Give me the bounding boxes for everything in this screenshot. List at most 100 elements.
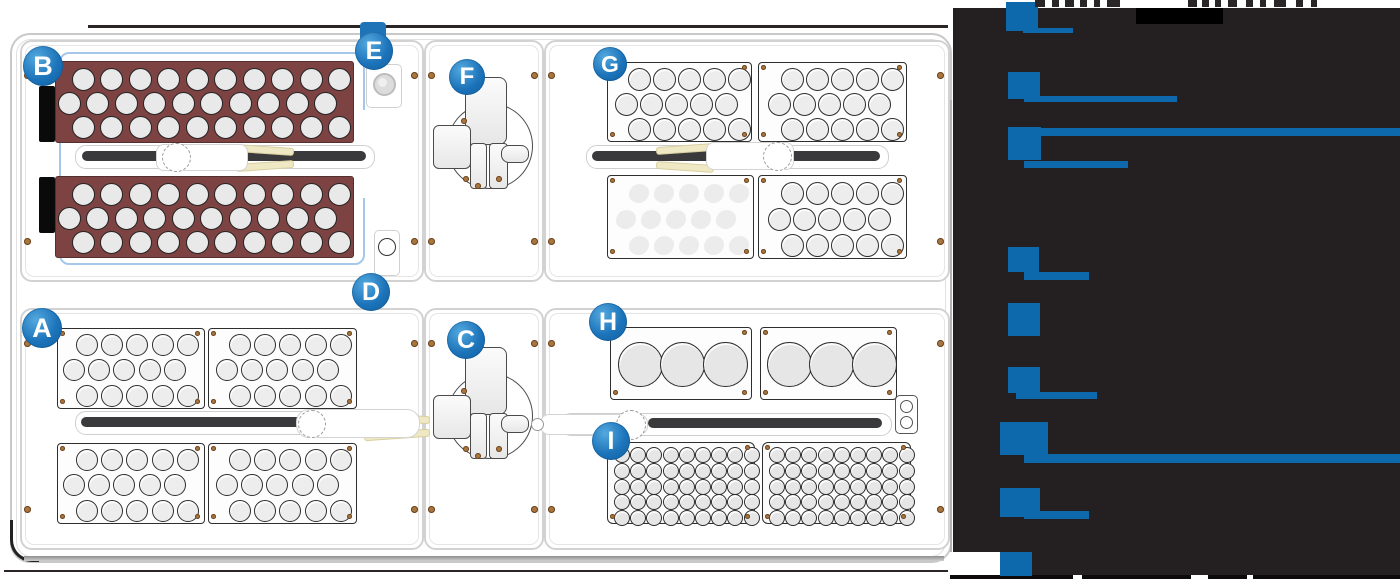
- bottle-well: [659, 341, 705, 387]
- screw-dot: [548, 506, 555, 513]
- well: [328, 115, 351, 139]
- screw-dot: [745, 514, 750, 519]
- deck-bottom-shadow: [24, 556, 944, 561]
- well: [126, 449, 149, 471]
- well: [830, 233, 854, 257]
- well: [627, 181, 649, 203]
- well: [801, 447, 818, 463]
- well: [614, 510, 630, 527]
- rail-bar-i: [648, 418, 882, 428]
- clipped-text-fragment: [1191, 575, 1208, 579]
- legend-link-bar[interactable]: [1024, 511, 1089, 519]
- well: [690, 92, 714, 116]
- well: [639, 92, 663, 116]
- well: [898, 478, 915, 495]
- module-d-hole: [378, 238, 396, 256]
- screw-dot: [897, 132, 902, 137]
- clipped-text-fragment: [1311, 0, 1317, 7]
- well: [817, 447, 834, 463]
- screw-dot: [463, 446, 469, 452]
- well: [299, 67, 323, 91]
- well: [882, 494, 899, 511]
- well: [882, 510, 899, 527]
- screw-dot: [613, 390, 618, 395]
- deck-label-d: D: [352, 273, 390, 311]
- well: [703, 67, 727, 91]
- well: [176, 500, 199, 522]
- well: [627, 67, 651, 91]
- well: [242, 230, 266, 254]
- plate: [607, 442, 760, 527]
- screw-dot: [761, 249, 766, 254]
- well: [128, 230, 152, 254]
- well: [652, 67, 676, 91]
- screw-dot: [428, 238, 435, 245]
- well: [898, 494, 915, 511]
- well: [805, 181, 829, 205]
- deck-label-f: F: [449, 59, 485, 95]
- screw-dot: [742, 330, 747, 335]
- well: [266, 474, 289, 496]
- well: [727, 447, 744, 463]
- well: [279, 449, 302, 471]
- well: [88, 359, 111, 381]
- clipped-text-fragment: [1296, 0, 1303, 7]
- well: [792, 207, 816, 231]
- screw-dot: [742, 65, 747, 70]
- well: [143, 206, 166, 230]
- screw-dot: [531, 340, 538, 347]
- carriage-pin-b: [162, 143, 191, 172]
- well: [100, 182, 123, 206]
- legend-link-bar[interactable]: [1024, 161, 1128, 168]
- well: [817, 207, 841, 231]
- legend-link-bar[interactable]: [1023, 28, 1073, 33]
- well: [128, 182, 152, 206]
- screw-dot: [897, 178, 902, 183]
- well: [715, 92, 739, 116]
- well: [229, 449, 251, 471]
- well: [703, 117, 727, 141]
- screw-dot: [610, 132, 615, 137]
- widget-hole: [900, 416, 913, 429]
- well: [614, 207, 636, 229]
- screw-dot: [195, 399, 200, 404]
- well: [88, 474, 111, 496]
- well: [271, 115, 294, 139]
- screw-dot: [428, 72, 435, 79]
- well: [241, 359, 264, 381]
- well: [257, 91, 280, 115]
- clipped-text-fragment: [1107, 0, 1120, 7]
- well: [801, 510, 818, 527]
- well: [242, 67, 266, 91]
- legend-link-bar[interactable]: [1024, 454, 1400, 463]
- well: [785, 447, 802, 463]
- well: [817, 494, 834, 511]
- plate: [760, 327, 897, 400]
- well: [113, 359, 136, 381]
- well: [801, 478, 818, 495]
- well: [856, 67, 880, 91]
- well: [216, 474, 238, 496]
- well: [728, 181, 750, 203]
- plate: [39, 61, 354, 143]
- well: [866, 494, 883, 511]
- legend-link-bar[interactable]: [1016, 392, 1097, 399]
- legend-link-bar[interactable]: [1024, 272, 1089, 280]
- screw-dot: [496, 176, 502, 182]
- well: [833, 494, 850, 511]
- screw-dot: [744, 249, 749, 254]
- screw-dot: [742, 390, 747, 395]
- legend-link-bar[interactable]: [1024, 96, 1177, 102]
- well: [157, 230, 180, 254]
- module-e-ring-center: [378, 78, 387, 87]
- well: [214, 67, 237, 91]
- bottle-well: [617, 341, 663, 387]
- well: [163, 359, 186, 381]
- well: [143, 91, 166, 115]
- well: [695, 510, 711, 527]
- screw-dot: [347, 514, 352, 519]
- legend-link-bar[interactable]: [1024, 128, 1400, 136]
- screw-dot: [411, 238, 418, 245]
- well: [113, 474, 136, 496]
- well: [690, 207, 712, 229]
